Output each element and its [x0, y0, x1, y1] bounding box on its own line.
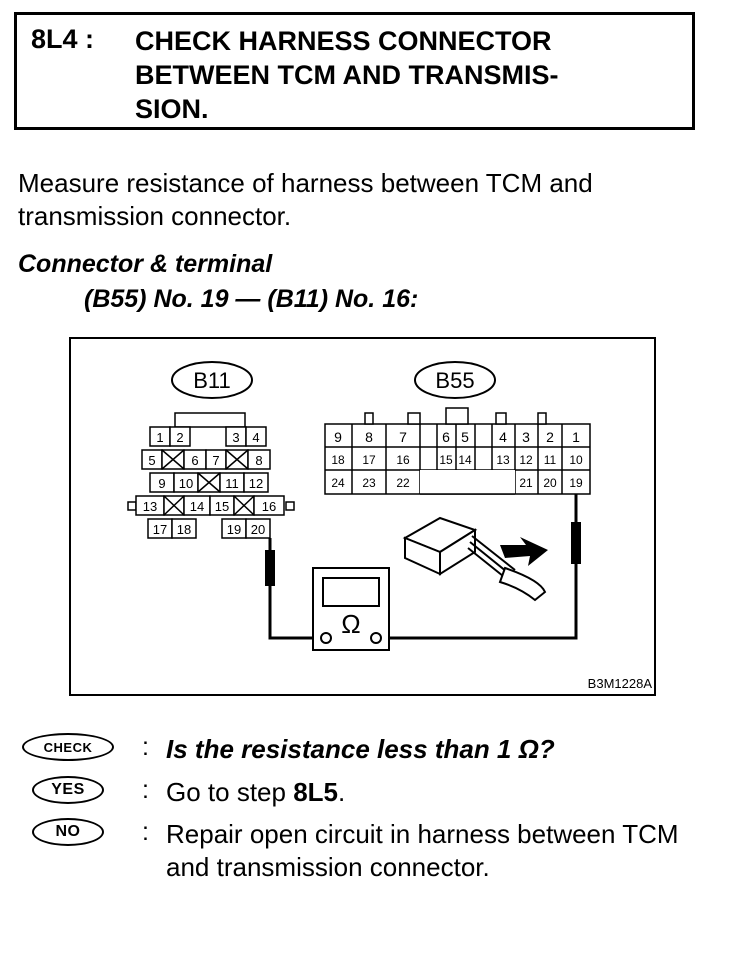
svg-text:16: 16	[396, 453, 410, 467]
b11-connector	[127, 412, 295, 539]
svg-text:21: 21	[519, 476, 533, 490]
svg-text:24: 24	[331, 476, 345, 490]
svg-text:11: 11	[225, 476, 239, 491]
svg-text:17: 17	[153, 522, 167, 537]
svg-text:13: 13	[143, 499, 157, 514]
svg-text:9: 9	[334, 429, 342, 445]
insert-arrow-icon	[500, 537, 548, 566]
svg-text:3: 3	[232, 430, 239, 445]
svg-text:8: 8	[255, 453, 262, 468]
svg-text:11: 11	[544, 453, 557, 467]
svg-text:14: 14	[458, 453, 472, 467]
svg-text:9: 9	[158, 476, 165, 491]
b55-label: B55	[414, 361, 496, 399]
svg-text:7: 7	[399, 429, 407, 445]
svg-text:6: 6	[442, 429, 450, 445]
svg-text:B55: B55	[435, 368, 474, 393]
svg-text:7: 7	[212, 453, 219, 468]
svg-text:4: 4	[252, 430, 259, 445]
b55-connector	[324, 407, 591, 495]
ohmmeter	[312, 567, 390, 651]
yes-answer: Go to step 8L5.	[166, 777, 346, 807]
harness-plug-illustration	[402, 516, 547, 602]
check-badge: CHECK	[22, 733, 114, 761]
svg-text:22: 22	[396, 476, 410, 490]
svg-text:13: 13	[496, 453, 510, 467]
svg-text:14: 14	[190, 499, 204, 514]
svg-text:5: 5	[461, 429, 469, 445]
connector-heading: Connector & terminal	[18, 250, 273, 278]
svg-text:10: 10	[179, 476, 193, 491]
svg-text:20: 20	[251, 522, 265, 537]
probe-left	[265, 550, 275, 586]
svg-text:5: 5	[148, 453, 155, 468]
qa-colon: :	[142, 733, 149, 761]
svg-text:3: 3	[522, 429, 530, 445]
no-badge: NO	[32, 818, 104, 846]
svg-text:4: 4	[499, 429, 507, 445]
svg-text:2: 2	[176, 430, 183, 445]
no-answer: Repair open circuit in harness between T…	[166, 819, 679, 882]
svg-text:17: 17	[362, 453, 376, 467]
check-question: Is the resistance less than 1 Ω?	[166, 734, 555, 764]
svg-text:B11: B11	[193, 368, 231, 393]
svg-text:16: 16	[262, 499, 276, 514]
svg-text:1: 1	[156, 430, 163, 445]
svg-text:15: 15	[439, 453, 453, 467]
svg-text:23: 23	[362, 476, 376, 490]
svg-text:12: 12	[519, 453, 533, 467]
ohm-symbol: Ω	[341, 609, 360, 639]
instruction-text: Measure resistance of harness between TC…	[18, 168, 593, 231]
svg-text:19: 19	[227, 522, 241, 537]
svg-text:6: 6	[191, 453, 198, 468]
figure-code: B3M1228A	[588, 676, 653, 691]
step-id: 8L4 :	[31, 24, 95, 54]
svg-text:10: 10	[569, 453, 583, 467]
b11-label: B11	[171, 361, 253, 399]
svg-text:18: 18	[331, 453, 345, 467]
svg-text:20: 20	[543, 476, 557, 490]
svg-text:12: 12	[249, 476, 263, 491]
svg-text:1: 1	[572, 429, 580, 445]
yes-badge: YES	[32, 776, 104, 804]
step-header-box: 8L4 : CHECK HARNESS CONNECTOR BETWEEN TC…	[14, 12, 695, 130]
svg-text:19: 19	[569, 476, 583, 490]
probe-right	[571, 522, 581, 564]
qa-colon: :	[142, 818, 149, 846]
connector-spec: (B55) No. 19 — (B11) No. 16:	[84, 285, 419, 313]
svg-text:15: 15	[215, 499, 229, 514]
svg-text:8: 8	[365, 429, 373, 445]
step-title: CHECK HARNESS CONNECTOR BETWEEN TCM AND …	[135, 26, 559, 124]
qa-colon: :	[142, 776, 149, 804]
diagram-frame	[69, 337, 656, 696]
svg-text:18: 18	[177, 522, 191, 537]
svg-text:2: 2	[546, 429, 554, 445]
